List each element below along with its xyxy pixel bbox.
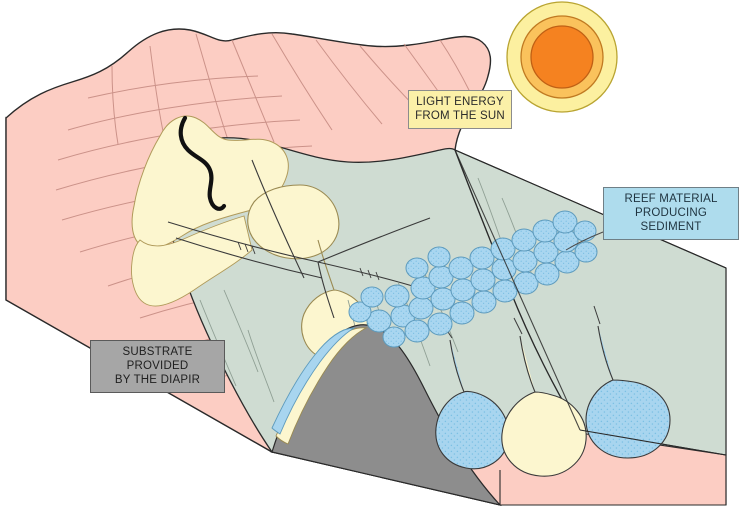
unconformity-squiggle [178, 115, 227, 211]
reef-head-cluster [348, 210, 598, 348]
block-wireframe-front [454, 149, 727, 506]
cream-carbonate-patch-left [131, 215, 253, 307]
reef-buildup-cross-section-right [585, 325, 671, 459]
cream-buildup-cross-section-center [501, 335, 587, 477]
label-substrate-diapir: SUBSTRATE PROVIDED BY THE DIAPIR [90, 340, 225, 393]
sun-icon [506, 1, 618, 113]
fault-tick-marks [237, 241, 380, 281]
blue-layer-over-wedge [271, 327, 356, 435]
reef-buildup-cross-section-left [435, 339, 510, 470]
label-light-energy: LIGHT ENERGY FROM THE SUN [408, 90, 512, 129]
label-reef-material: REEF MATERIAL PRODUCING SEDIMENT [603, 187, 739, 240]
reef-label-leader-line [565, 231, 604, 251]
cream-mound-upper [247, 184, 340, 260]
